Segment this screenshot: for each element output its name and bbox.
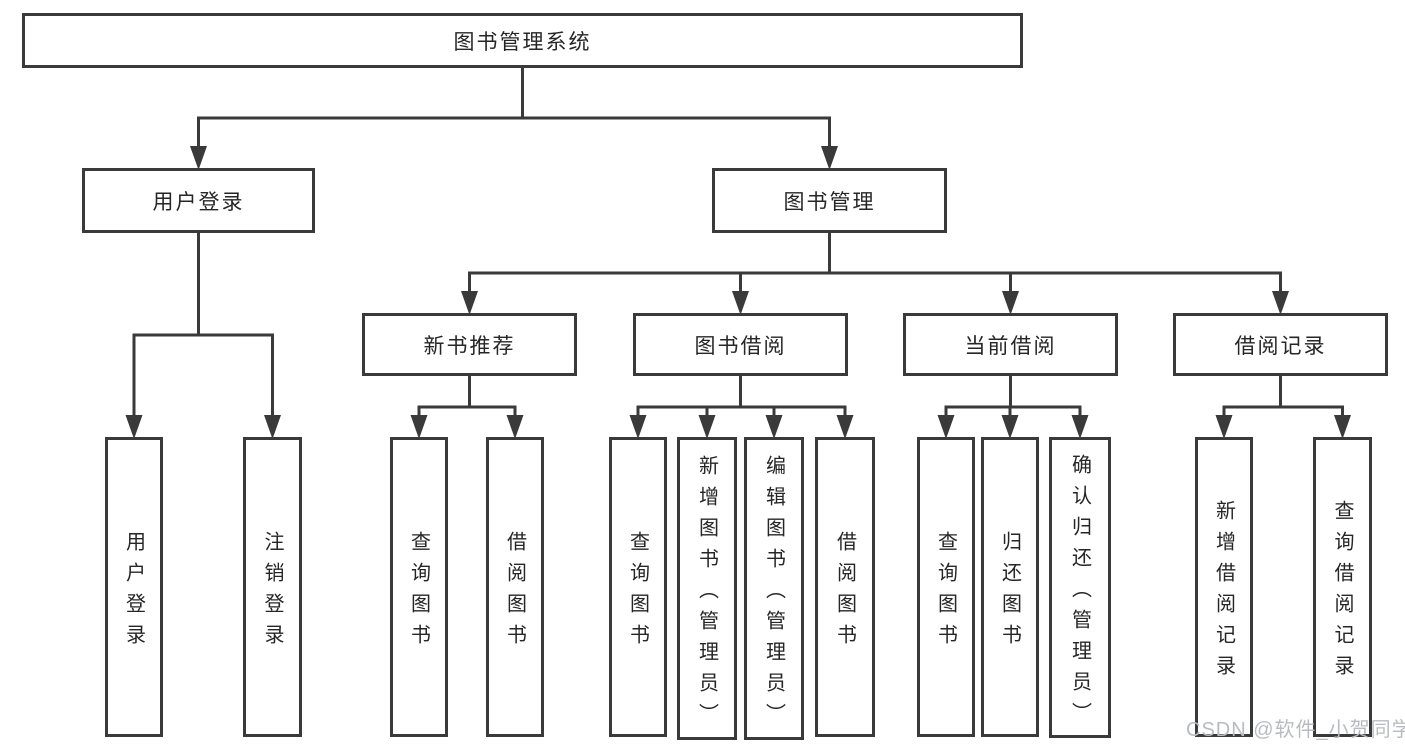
arrowhead-icon bbox=[1272, 291, 1289, 315]
arrowhead-icon bbox=[1001, 415, 1019, 439]
arrowhead-icon bbox=[698, 415, 716, 439]
connector-line bbox=[944, 374, 1082, 423]
node-borrow-borrow-books: 借阅图书 bbox=[815, 437, 875, 737]
node-current-confirm-return: 确认归还（管理员） bbox=[1049, 437, 1111, 738]
node-label: 图书管理 bbox=[783, 190, 876, 214]
arrowhead-icon bbox=[264, 415, 281, 439]
node-rec-borrow-books: 借阅图书 bbox=[486, 437, 544, 737]
arrowhead-icon bbox=[461, 291, 478, 315]
arrowhead-icon bbox=[629, 415, 647, 439]
node-current-borrowing: 当前借阅 bbox=[903, 313, 1118, 376]
watermark: CSDN @软件_小贺同学 bbox=[1186, 719, 1405, 741]
node-borrow-edit-books: 编辑图书（管理员） bbox=[744, 437, 804, 740]
arrowhead-icon bbox=[125, 415, 143, 439]
connector-line bbox=[468, 231, 1282, 299]
node-label: 当前借阅 bbox=[964, 334, 1057, 358]
node-current-query-books: 查询图书 bbox=[917, 437, 975, 737]
arrowhead-icon bbox=[821, 146, 838, 170]
node-label: 注销登录 bbox=[261, 530, 283, 655]
node-label: 新增借阅记录 bbox=[1212, 499, 1235, 686]
arrowhead-icon bbox=[836, 415, 854, 439]
connector-line bbox=[1222, 374, 1344, 423]
node-rec-query-books: 查询图书 bbox=[390, 437, 448, 737]
node-book-borrowing: 图书借阅 bbox=[633, 313, 848, 376]
node-label: 查询图书 bbox=[626, 530, 649, 655]
node-label: 归还图书 bbox=[998, 530, 1021, 655]
arrowhead-icon bbox=[765, 415, 783, 439]
connector-line bbox=[197, 66, 831, 154]
node-records-query-record: 查询借阅记录 bbox=[1313, 437, 1372, 737]
node-user-login: 用户登录 bbox=[82, 168, 315, 233]
node-label: 确认归还（管理员） bbox=[1068, 453, 1091, 733]
arrowhead-icon bbox=[1334, 415, 1351, 439]
arrowhead-icon bbox=[1215, 415, 1233, 439]
node-label: 图书借阅 bbox=[694, 334, 787, 358]
arrowhead-icon bbox=[410, 415, 428, 439]
node-label: 新增图书（管理员） bbox=[695, 454, 718, 734]
arrowhead-icon bbox=[1071, 415, 1089, 439]
node-new-book-recommend: 新书推荐 bbox=[362, 313, 577, 376]
node-label: 借阅记录 bbox=[1234, 334, 1327, 358]
node-borrow-add-books: 新增图书（管理员） bbox=[677, 437, 737, 740]
node-label: 借阅图书 bbox=[503, 530, 526, 655]
node-label: 编辑图书（管理员） bbox=[762, 454, 785, 734]
arrowhead-icon bbox=[1002, 291, 1019, 315]
arrowhead-icon bbox=[732, 291, 749, 315]
node-system: 图书管理系统 bbox=[22, 13, 1023, 68]
node-records-add-record: 新增借阅记录 bbox=[1195, 437, 1253, 737]
node-borrowing-records: 借阅记录 bbox=[1173, 313, 1388, 376]
node-label: 用户登录 bbox=[152, 190, 245, 214]
node-current-return-books: 归还图书 bbox=[981, 437, 1039, 737]
connector-line bbox=[132, 231, 274, 423]
node-label: 查询借阅记录 bbox=[1331, 499, 1353, 686]
node-label: 用户登录 bbox=[122, 530, 145, 655]
arrowhead-icon bbox=[937, 415, 955, 439]
node-label: 借阅图书 bbox=[833, 530, 856, 655]
arrowhead-icon bbox=[190, 146, 207, 170]
node-borrow-query-books: 查询图书 bbox=[609, 437, 667, 737]
node-label: 新书推荐 bbox=[423, 334, 516, 358]
node-label: 查询图书 bbox=[934, 530, 957, 655]
node-label: 图书管理系统 bbox=[453, 30, 592, 54]
node-label: 查询图书 bbox=[407, 530, 430, 655]
node-book-management: 图书管理 bbox=[712, 168, 947, 233]
connector-line bbox=[636, 374, 847, 423]
connector-line bbox=[417, 374, 517, 423]
node-logout-action: 注销登录 bbox=[243, 437, 302, 737]
node-login-action: 用户登录 bbox=[105, 437, 163, 737]
arrowhead-icon bbox=[506, 415, 524, 439]
